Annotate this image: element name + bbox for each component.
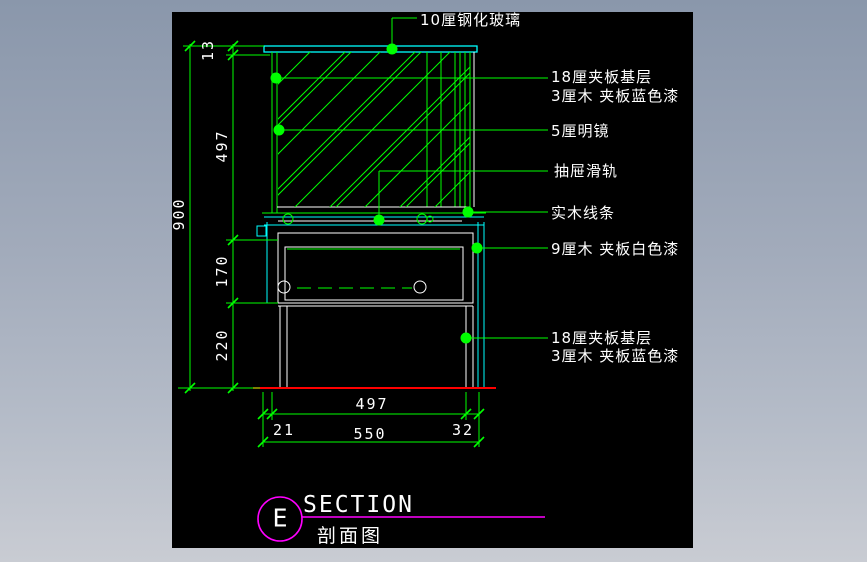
- callout-base-panel-line2: 3厘木 夹板蓝色漆: [551, 347, 680, 365]
- callout-base-panel-line1: 18厘夹板基层: [551, 329, 653, 347]
- dim-glass-thickness: 13: [199, 38, 217, 62]
- callout-upper-panel-line1: 18厘夹板基层: [551, 68, 653, 86]
- dim-base-height: 220: [213, 328, 231, 362]
- callout-drawer-panel: 9厘木 夹板白色漆: [551, 240, 680, 258]
- section-title-cn: 剖面图: [317, 525, 384, 547]
- callout-upper-panel-line2: 3厘木 夹板蓝色漆: [551, 87, 680, 105]
- callout-mirror: 5厘明镜: [551, 122, 610, 140]
- dim-inner-width: 497: [355, 395, 389, 413]
- dim-right-offset: 32: [451, 421, 475, 439]
- dim-left-offset: 21: [272, 421, 296, 439]
- section-title-en: SECTION: [303, 492, 414, 518]
- dim-total-width: 550: [353, 425, 387, 443]
- dim-total-height: 900: [170, 197, 188, 231]
- dim-upper-height: 497: [213, 129, 231, 163]
- callout-drawer-slide: 抽屉滑轨: [554, 162, 619, 180]
- callout-wood-molding: 实木线条: [551, 204, 616, 222]
- callout-glass-top: 10厘钢化玻璃: [420, 11, 522, 29]
- dim-drawer-height: 170: [213, 254, 231, 288]
- detail-letter: E: [272, 503, 288, 533]
